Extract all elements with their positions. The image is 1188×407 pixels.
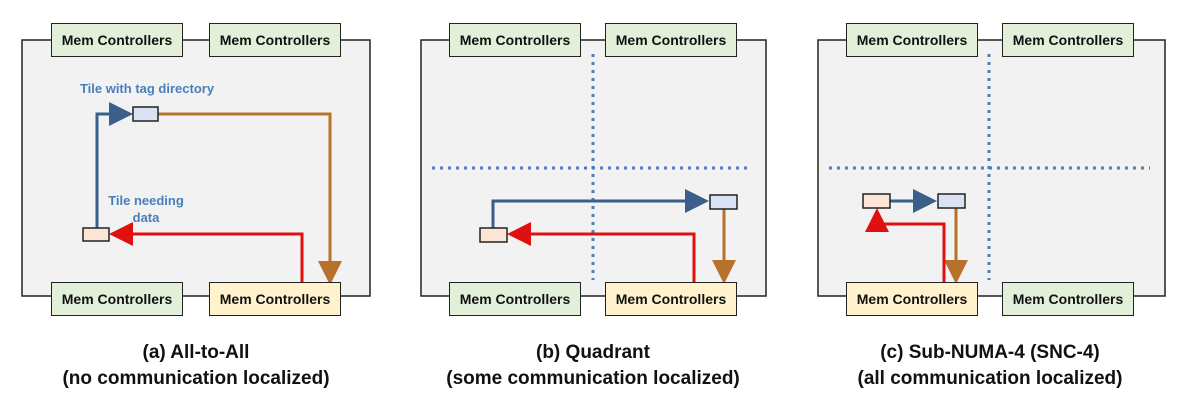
caption-title: (a) All-to-All — [142, 342, 250, 363]
needing-data-note-line1: Tile needing — [108, 193, 184, 208]
needing-data-note: Tile needing data — [96, 192, 196, 226]
mem-controllers-bottom-right: Mem Controllers — [209, 282, 341, 316]
caption-all-to-all: (a) All-to-All (no communication localiz… — [6, 340, 386, 392]
blue-request-arrow — [95, 102, 133, 232]
red-response-arrow — [507, 222, 696, 282]
panel-all-to-all — [21, 39, 371, 297]
mem-controllers-bottom-left: Mem Controllers — [51, 282, 183, 316]
caption-subtitle: (no communication localized) — [62, 368, 330, 389]
needing-data-note-line2: data — [132, 210, 160, 225]
tile-tag-directory — [132, 106, 159, 122]
mem-controllers-top-left: Mem Controllers — [449, 23, 581, 57]
caption-subtitle: (some communication localized) — [446, 368, 740, 389]
tile-tag-directory — [709, 194, 738, 210]
tile-tag-directory — [937, 193, 966, 209]
caption-title: (c) Sub-NUMA-4 (SNC-4) — [880, 342, 1100, 363]
panel-snc4 — [817, 39, 1166, 297]
mem-controllers-bottom-right: Mem Controllers — [605, 282, 737, 316]
tag-directory-note: Tile with tag directory — [79, 81, 215, 96]
tile-needing-data — [479, 227, 508, 243]
mem-controllers-top-right: Mem Controllers — [209, 23, 341, 57]
caption-title: (b) Quadrant — [536, 342, 650, 363]
red-response-arrow — [109, 222, 304, 282]
mem-controllers-top-left: Mem Controllers — [51, 23, 183, 57]
diagram-canvas — [21, 39, 1166, 297]
blue-request-arrow — [491, 189, 709, 232]
red-response-arrow — [865, 208, 946, 282]
brown-forward-arrow — [158, 112, 342, 285]
mem-controllers-top-right: Mem Controllers — [1002, 23, 1134, 57]
caption-snc4: (c) Sub-NUMA-4 (SNC-4) (all communicatio… — [800, 340, 1180, 392]
die-outline — [21, 39, 371, 297]
tile-needing-data — [82, 227, 110, 242]
caption-subtitle: (all communication localized) — [857, 368, 1123, 389]
mem-controllers-top-right: Mem Controllers — [605, 23, 737, 57]
mem-controllers-bottom-left: Mem Controllers — [449, 282, 581, 316]
mem-controllers-bottom-right: Mem Controllers — [1002, 282, 1134, 316]
caption-quadrant: (b) Quadrant (some communication localiz… — [403, 340, 783, 392]
mem-controllers-top-left: Mem Controllers — [846, 23, 978, 57]
panel-quadrant — [420, 39, 767, 297]
tile-needing-data — [862, 193, 891, 209]
mem-controllers-bottom-left: Mem Controllers — [846, 282, 978, 316]
